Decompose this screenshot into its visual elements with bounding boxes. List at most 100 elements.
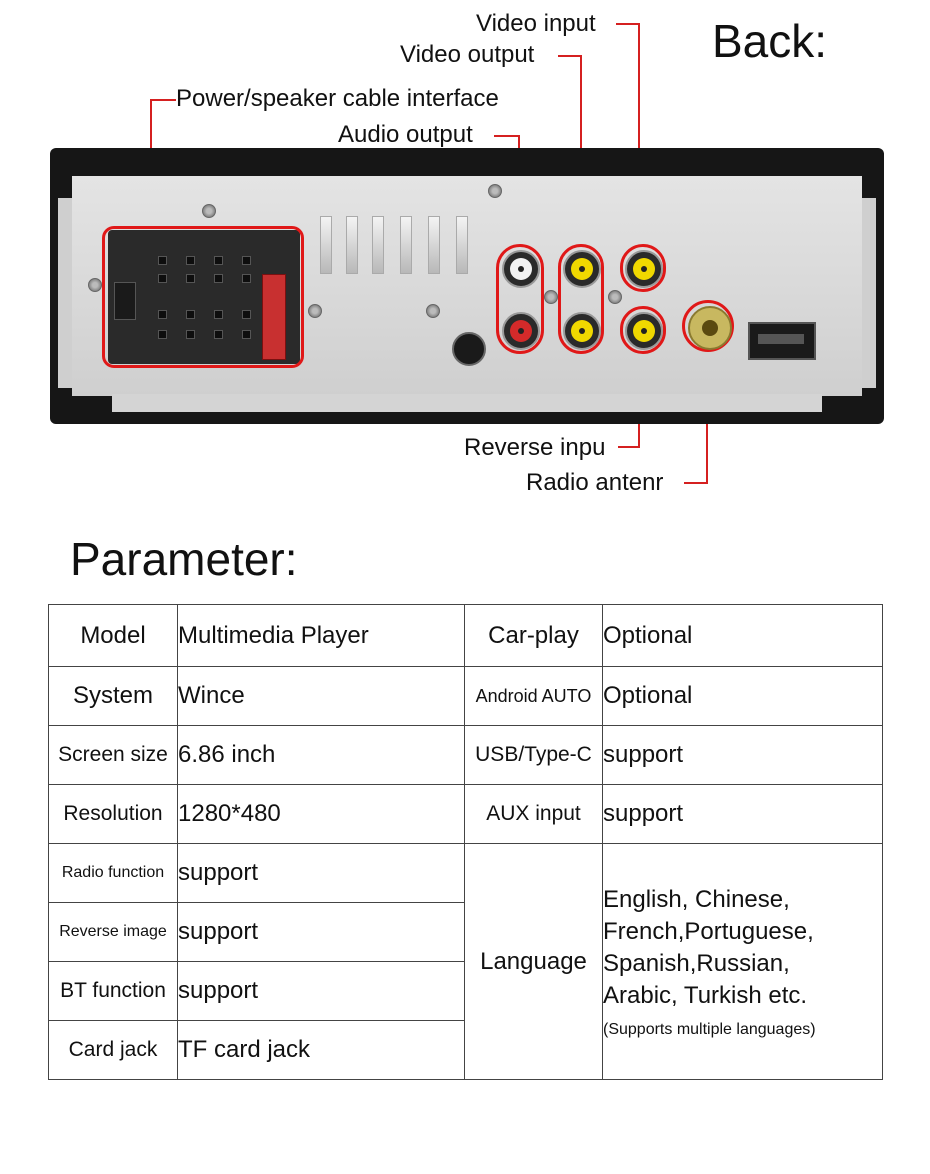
param-key: BT function — [48, 961, 178, 1021]
screw — [608, 290, 622, 304]
table-row: Model Multimedia Player Car-play Optiona… — [48, 604, 883, 667]
language-line: Arabic, Turkish etc. — [603, 981, 808, 1009]
leader-power — [150, 99, 176, 101]
plate-tab-left — [58, 198, 74, 388]
language-line: Spanish,Russian, — [603, 949, 790, 977]
language-note: (Supports multiple languages) — [603, 1020, 816, 1038]
video-output-highlight — [558, 244, 604, 354]
rca-video-output-1 — [563, 250, 601, 288]
iso-pin — [214, 256, 223, 265]
param-value: support — [177, 902, 465, 962]
rca-audio-red — [502, 312, 540, 350]
usb-port — [748, 322, 816, 360]
param-key: USB/Type-C — [464, 725, 603, 785]
param-key: Model — [48, 604, 178, 667]
power-speaker-label: Power/speaker cable interface — [176, 85, 499, 112]
plate-tab-right — [860, 198, 876, 388]
param-value: Optional — [602, 666, 883, 726]
screw — [488, 184, 502, 198]
rca-audio-white — [502, 250, 540, 288]
video-output-label: Video output — [400, 41, 535, 68]
iso-pin — [158, 256, 167, 265]
screw — [308, 304, 322, 318]
video-input-highlight — [620, 244, 666, 292]
param-key: Car-play — [464, 604, 603, 667]
language-line: English, Chinese, — [603, 885, 790, 913]
vent-slot — [456, 216, 468, 274]
table-row: Card jack TF card jack — [48, 1020, 883, 1080]
iso-pin — [186, 256, 195, 265]
param-value: Optional — [602, 604, 883, 667]
rca-video-output-2 — [563, 312, 601, 350]
reverse-input-highlight — [620, 306, 666, 354]
iso-pin — [242, 310, 251, 319]
leader-video-input-v — [638, 23, 640, 247]
iso-pin — [214, 310, 223, 319]
screw — [88, 278, 102, 292]
iso-pin — [242, 274, 251, 283]
vent-slot — [346, 216, 358, 274]
iso-pin — [186, 330, 195, 339]
language-value: English, Chinese, French,Portuguese, Spa… — [602, 843, 883, 1080]
iso-pin — [214, 330, 223, 339]
iso-pin — [214, 274, 223, 283]
vent-slot — [320, 216, 332, 274]
param-value: 1280*480 — [177, 784, 465, 844]
iso-pin — [186, 274, 195, 283]
table-row: BT function support — [48, 961, 883, 1021]
param-value: support — [177, 961, 465, 1021]
param-value: support — [177, 843, 465, 903]
radio-antenna-label: Radio antenr — [526, 469, 664, 496]
leader-audio — [494, 135, 520, 137]
param-value: Wince — [177, 666, 465, 726]
aux-jack — [452, 332, 486, 366]
table-row: System Wince Android AUTO Optional — [48, 666, 883, 726]
audio-output-highlight — [496, 244, 544, 354]
iso-pin — [158, 330, 167, 339]
iso-latch — [114, 282, 136, 320]
param-key: Radio function — [48, 843, 178, 903]
param-value: support — [602, 784, 883, 844]
vent-slot — [428, 216, 440, 274]
leader-reverse — [618, 446, 640, 448]
fuse — [262, 274, 286, 360]
language-line: French,Portuguese, — [603, 917, 814, 945]
vent-slot — [372, 216, 384, 274]
param-value: Multimedia Player — [177, 604, 465, 667]
parameter-table: Model Multimedia Player Car-play Optiona… — [48, 604, 883, 1080]
leader-video-output — [558, 55, 582, 57]
plate-bottom — [112, 394, 822, 412]
iso-pin — [242, 330, 251, 339]
back-heading: Back: — [712, 15, 828, 67]
iso-pin — [158, 310, 167, 319]
table-row: Resolution 1280*480 AUX input support — [48, 784, 883, 844]
vent-slot — [400, 216, 412, 274]
table-row: Screen size 6.86 inch USB/Type-C support — [48, 725, 883, 785]
iso-pin — [186, 310, 195, 319]
iso-pin — [158, 274, 167, 283]
rca-reverse-input — [625, 312, 663, 350]
video-input-label: Video input — [476, 10, 596, 37]
screw — [202, 204, 216, 218]
param-value: 6.86 inch — [177, 725, 465, 785]
leader-radio — [684, 482, 708, 484]
radio-antenna-jack — [688, 306, 732, 350]
reverse-input-label: Reverse inpu — [464, 434, 606, 461]
screw — [544, 290, 558, 304]
param-key: Resolution — [48, 784, 178, 844]
leader-video-input — [616, 23, 640, 25]
param-key: System — [48, 666, 178, 726]
audio-output-label: Audio output — [338, 121, 473, 148]
param-value: support — [602, 725, 883, 785]
param-key: Card jack — [48, 1020, 178, 1080]
iso-pin — [242, 256, 251, 265]
radio-antenna-highlight — [682, 300, 734, 352]
rca-video-input — [625, 250, 663, 288]
iso-highlight — [102, 226, 304, 368]
param-key: Screen size — [48, 725, 178, 785]
param-key: AUX input — [464, 784, 603, 844]
param-value: TF card jack — [177, 1020, 465, 1080]
screw — [426, 304, 440, 318]
parameter-heading: Parameter: — [70, 533, 298, 585]
param-key: Android AUTO — [464, 666, 603, 726]
